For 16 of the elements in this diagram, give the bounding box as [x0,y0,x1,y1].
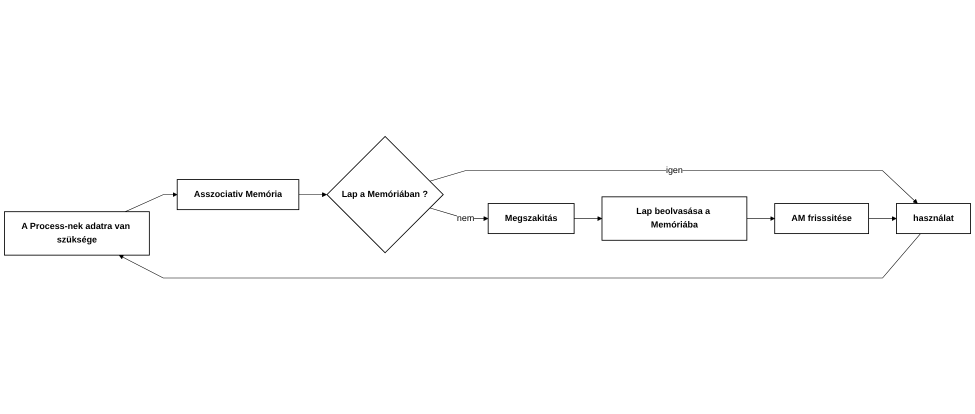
arrow [746,216,775,221]
arrow [574,216,602,221]
node-box: Megszakitás [488,202,575,234]
edge-label: nem [456,213,474,223]
edge-label: igen [666,165,683,175]
node-diamond: Lap a Memóriában ? [326,136,444,254]
arrow [124,192,178,212]
arrow [868,216,897,221]
arrow [429,170,918,204]
arrow [118,233,921,278]
node-box: A Process-nek adatra van szüksége [4,211,150,256]
node-box: Asszociativ Memória [176,178,300,210]
node-box: AM frisssitése [774,202,870,234]
node-box: Lap beolvasása a Memóriába [602,196,748,240]
arrow [298,192,327,197]
node-box: használat [896,202,971,234]
